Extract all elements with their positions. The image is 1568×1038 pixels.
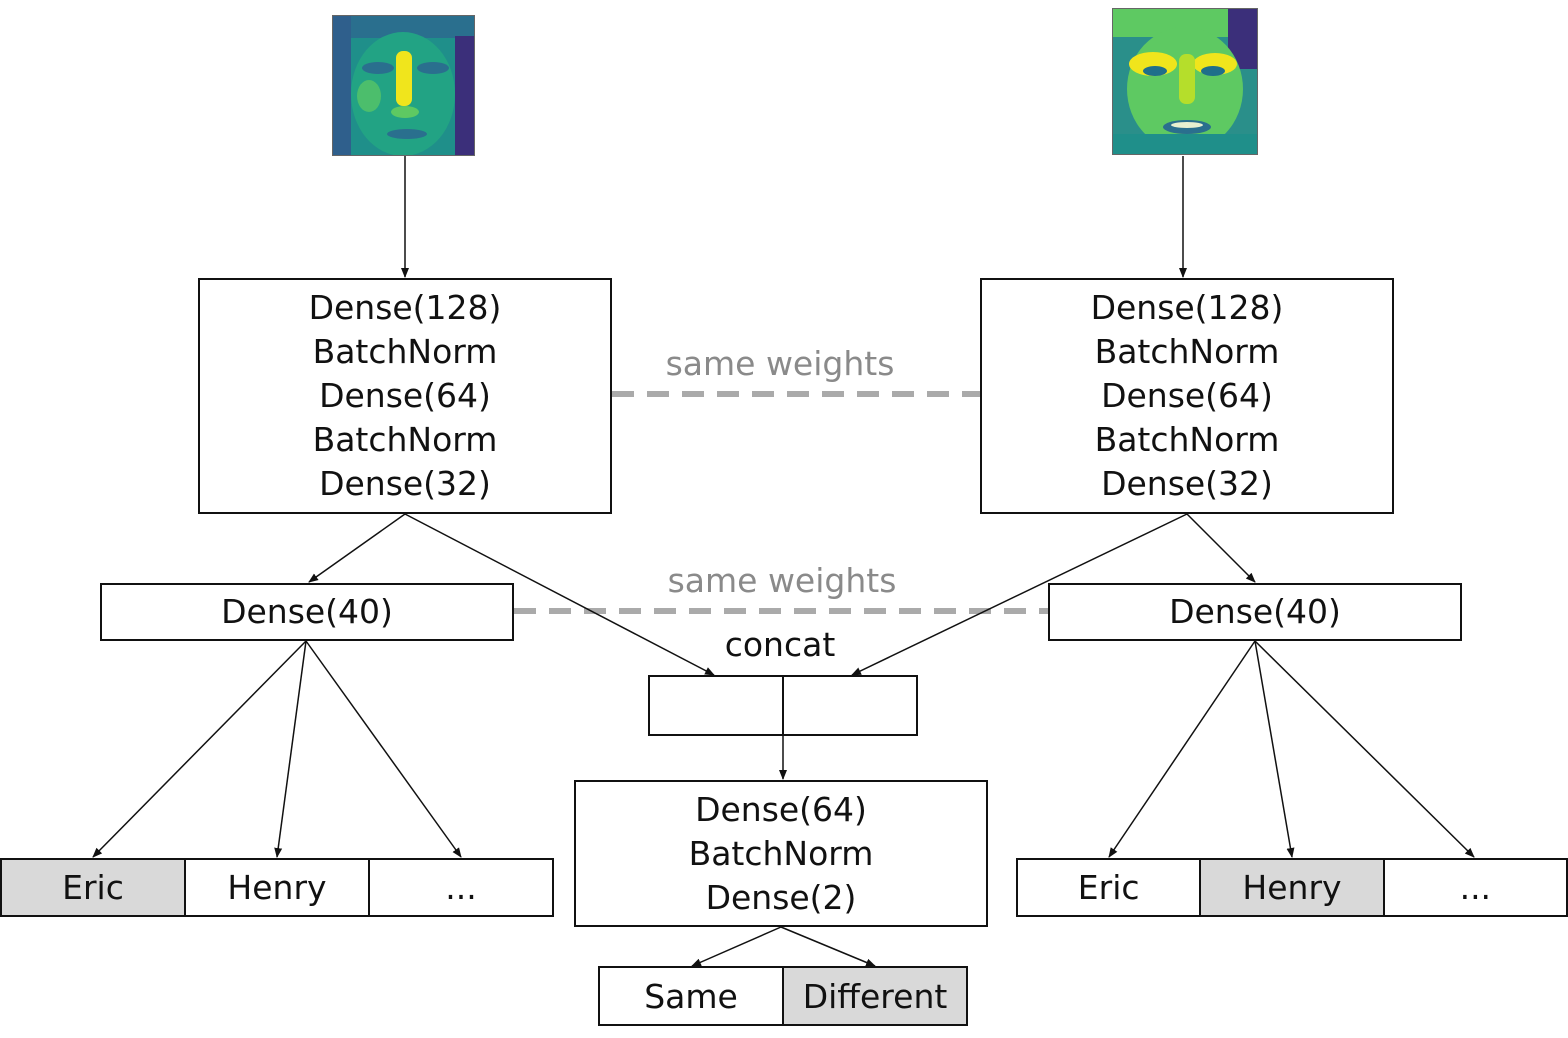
classifier-right-label: Dense(40): [1169, 592, 1341, 631]
output-head-same: Same: [600, 968, 784, 1024]
arrow-encoder-left-to-concat: [404, 513, 715, 676]
concat-vector: [648, 675, 918, 736]
arrow-encoder-right-to-concat: [851, 513, 1188, 676]
encoder-right: Dense(128) BatchNorm Dense(64) BatchNorm…: [980, 278, 1394, 514]
head-layer-2: BatchNorm: [688, 833, 874, 873]
output-left: Eric Henry ...: [0, 858, 554, 917]
face-image-right: [1112, 8, 1258, 155]
arrow-dense40-left-to-more: [305, 640, 462, 858]
output-head: Same Different: [598, 966, 968, 1026]
classifier-left-label: Dense(40): [221, 592, 393, 631]
output-right: Eric Henry ...: [1016, 858, 1568, 917]
arrow-dense40-right-to-eric: [1108, 640, 1256, 858]
arrow-encoder-right-to-dense40: [1186, 513, 1256, 583]
encoder-left-layer-2: BatchNorm: [312, 332, 498, 371]
encoder-right-layer-1: Dense(128): [1090, 288, 1284, 327]
encoder-right-layer-2: BatchNorm: [1094, 332, 1280, 371]
output-right-more: ...: [1459, 868, 1492, 907]
output-left-eric: Eric: [2, 860, 186, 915]
output-left-more: ...: [445, 868, 477, 907]
output-left-henry: Henry: [186, 860, 370, 915]
shared-weights-top-label: same weights: [665, 344, 895, 383]
head-layer-1: Dense(64): [695, 789, 867, 829]
output-head-different: Different: [784, 968, 966, 1024]
face-right-picture: [1113, 9, 1257, 154]
classifier-right: Dense(40): [1048, 583, 1462, 641]
shared-weights-mid-label: same weights: [667, 561, 897, 600]
output-right-eric: Eric: [1018, 860, 1202, 915]
arrow-encoder-left-to-dense40: [308, 513, 406, 583]
arrow-head-to-same: [691, 926, 782, 967]
arrow-dense40-left-to-eric: [92, 640, 307, 858]
encoder-right-layer-5: Dense(32): [1101, 464, 1273, 503]
encoder-left-layer-5: Dense(32): [319, 464, 491, 503]
concat-label: concat: [724, 625, 836, 664]
concat-left-half: [650, 677, 784, 734]
arrow-dense40-right-to-henry: [1254, 640, 1295, 858]
head-layer-3: Dense(2): [705, 877, 857, 917]
encoder-left-layer-4: BatchNorm: [312, 420, 498, 459]
encoder-left-layer-1: Dense(128): [308, 288, 502, 327]
arrow-dense40-right-to-more: [1254, 640, 1475, 858]
arrow-head-to-different: [780, 926, 876, 967]
output-right-henry: Henry: [1201, 860, 1385, 915]
classifier-left: Dense(40): [100, 583, 514, 641]
encoder-left: Dense(128) BatchNorm Dense(64) BatchNorm…: [198, 278, 612, 514]
face-image-left: [332, 15, 475, 156]
concat-right-half: [784, 677, 916, 734]
arrow-dense40-left-to-henry: [274, 640, 307, 858]
face-left-picture: [333, 16, 474, 155]
verification-head: Dense(64) BatchNorm Dense(2): [574, 780, 988, 927]
encoder-right-layer-4: BatchNorm: [1094, 420, 1280, 459]
encoder-right-layer-3: Dense(64): [1101, 376, 1273, 415]
encoder-left-layer-3: Dense(64): [319, 376, 491, 415]
